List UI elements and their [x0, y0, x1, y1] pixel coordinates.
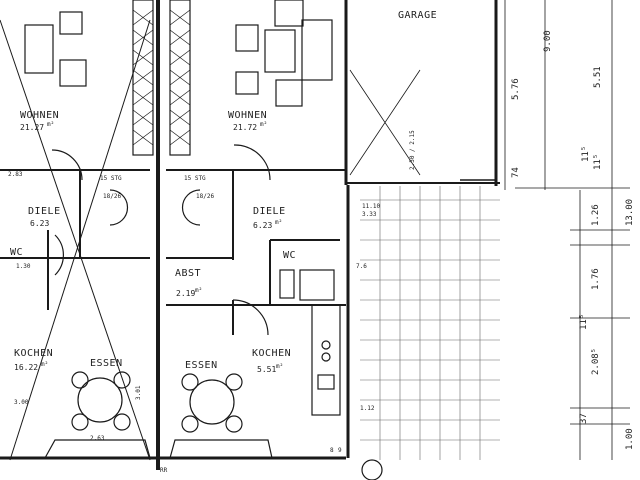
- room-label-essen-left: ESSEN: [90, 358, 123, 369]
- terrace-grid: [360, 186, 500, 460]
- dim-label: 7.6: [356, 263, 367, 270]
- dim-label: 3.00: [14, 399, 29, 406]
- dim-right: 11⁵: [593, 154, 603, 170]
- dim-right: 37: [579, 413, 589, 424]
- dim-label: 11.10: [362, 203, 380, 210]
- area-unit: m²: [47, 121, 54, 128]
- armchair: [59, 59, 87, 87]
- dim-right: 13.00: [625, 199, 635, 226]
- dim-right: 5.76: [511, 78, 521, 100]
- room-label-essen-right: ESSEN: [185, 360, 218, 371]
- stair-hatch: [132, 9, 191, 146]
- room-label-wohnen-right: WOHNEN: [228, 110, 267, 121]
- sofa: [301, 19, 333, 81]
- armchair: [235, 71, 259, 95]
- room-label-kochen-right: KOCHEN: [252, 348, 291, 359]
- dim-right: 11⁵: [579, 314, 589, 330]
- north-arrow-icon: [361, 459, 383, 480]
- armchair: [274, 0, 304, 27]
- area-unit: m²: [195, 287, 202, 294]
- room-label-wc-left: WC: [10, 247, 23, 258]
- dim-label: 9: [338, 447, 342, 454]
- room-label-diele-right: DIELE: [253, 206, 286, 217]
- dim-right: 2.08⁵: [591, 348, 601, 375]
- dim-right: 1.26: [591, 204, 601, 226]
- room-label-abst: ABST: [175, 268, 201, 279]
- area-unit: m²: [276, 363, 283, 370]
- dim-right: 9.00: [543, 30, 553, 52]
- area-unit: m²: [41, 361, 48, 368]
- armchair: [235, 24, 259, 52]
- door-swing: [54, 234, 64, 276]
- room-label-wc-right: WC: [283, 250, 296, 261]
- stove-burner: [321, 340, 331, 350]
- dim-right: 1.76: [591, 268, 601, 290]
- area-kochen-right: 5.51: [257, 365, 276, 374]
- sofa: [24, 24, 54, 74]
- area-abst: 2.19: [176, 289, 195, 298]
- armchair: [275, 79, 303, 107]
- wc-fixture: [279, 269, 295, 299]
- dim-label: RR: [160, 467, 168, 474]
- stair-turn: [109, 189, 129, 226]
- room-label-garage: GARAGE: [398, 10, 437, 21]
- door-swing: [233, 144, 271, 181]
- area-unit: m²: [260, 121, 267, 128]
- dim-label: 1.12: [360, 405, 375, 412]
- sink: [317, 374, 335, 390]
- area-wc: 1.30: [16, 263, 31, 270]
- stair-right-run: [169, 0, 191, 156]
- void-cross-line: [0, 19, 151, 461]
- area-diele-right: 6.23: [253, 221, 272, 230]
- dining-chairs: [71, 371, 243, 433]
- area-unit: m²: [275, 219, 282, 226]
- dim-label: 3.33: [362, 211, 377, 218]
- dim-right: 5.51: [593, 66, 603, 88]
- stair-label-left: 15 STG: [100, 175, 122, 182]
- area-kochen-left: 16.22: [14, 363, 38, 372]
- dim-label: 3.01: [135, 385, 142, 400]
- dim-label: 2.83: [8, 171, 23, 178]
- stove-burner: [321, 352, 331, 362]
- void-cross-line: [9, 19, 151, 461]
- stair-turn: [181, 189, 201, 226]
- stair-left-run: [132, 0, 154, 156]
- room-label-wohnen-left: WOHNEN: [20, 110, 59, 121]
- area-wohnen-right: 21.72: [233, 123, 257, 132]
- dining-table: [189, 379, 235, 425]
- dining-table: [77, 377, 123, 423]
- area-wohnen-left: 21.27: [20, 123, 44, 132]
- dim-right: 11⁵: [581, 146, 591, 162]
- dim-label: 8: [330, 447, 334, 454]
- bay-window: [169, 439, 273, 459]
- room-label-diele-left: DIELE: [28, 206, 61, 217]
- area-diele-left: 6.23: [30, 219, 49, 228]
- door-swing: [232, 299, 269, 336]
- garage-door-swing: [349, 69, 421, 176]
- shower: [299, 269, 335, 301]
- door-swing: [51, 149, 83, 181]
- dim-right: 1.00: [625, 428, 635, 450]
- bay-window: [44, 439, 151, 459]
- dim-label: 2.63: [90, 435, 105, 442]
- kitchen-counter: [311, 304, 341, 416]
- room-label-kochen-left: KOCHEN: [14, 348, 53, 359]
- stair-size-right: 18/26: [196, 193, 214, 200]
- stair-label-right: 15 STG: [184, 175, 206, 182]
- dim-label: 2.50 / 2.15: [409, 130, 416, 170]
- stair-size-left: 18/26: [103, 193, 121, 200]
- armchair: [59, 11, 83, 35]
- dim-right: 74: [511, 167, 521, 178]
- coffee-table: [264, 29, 296, 73]
